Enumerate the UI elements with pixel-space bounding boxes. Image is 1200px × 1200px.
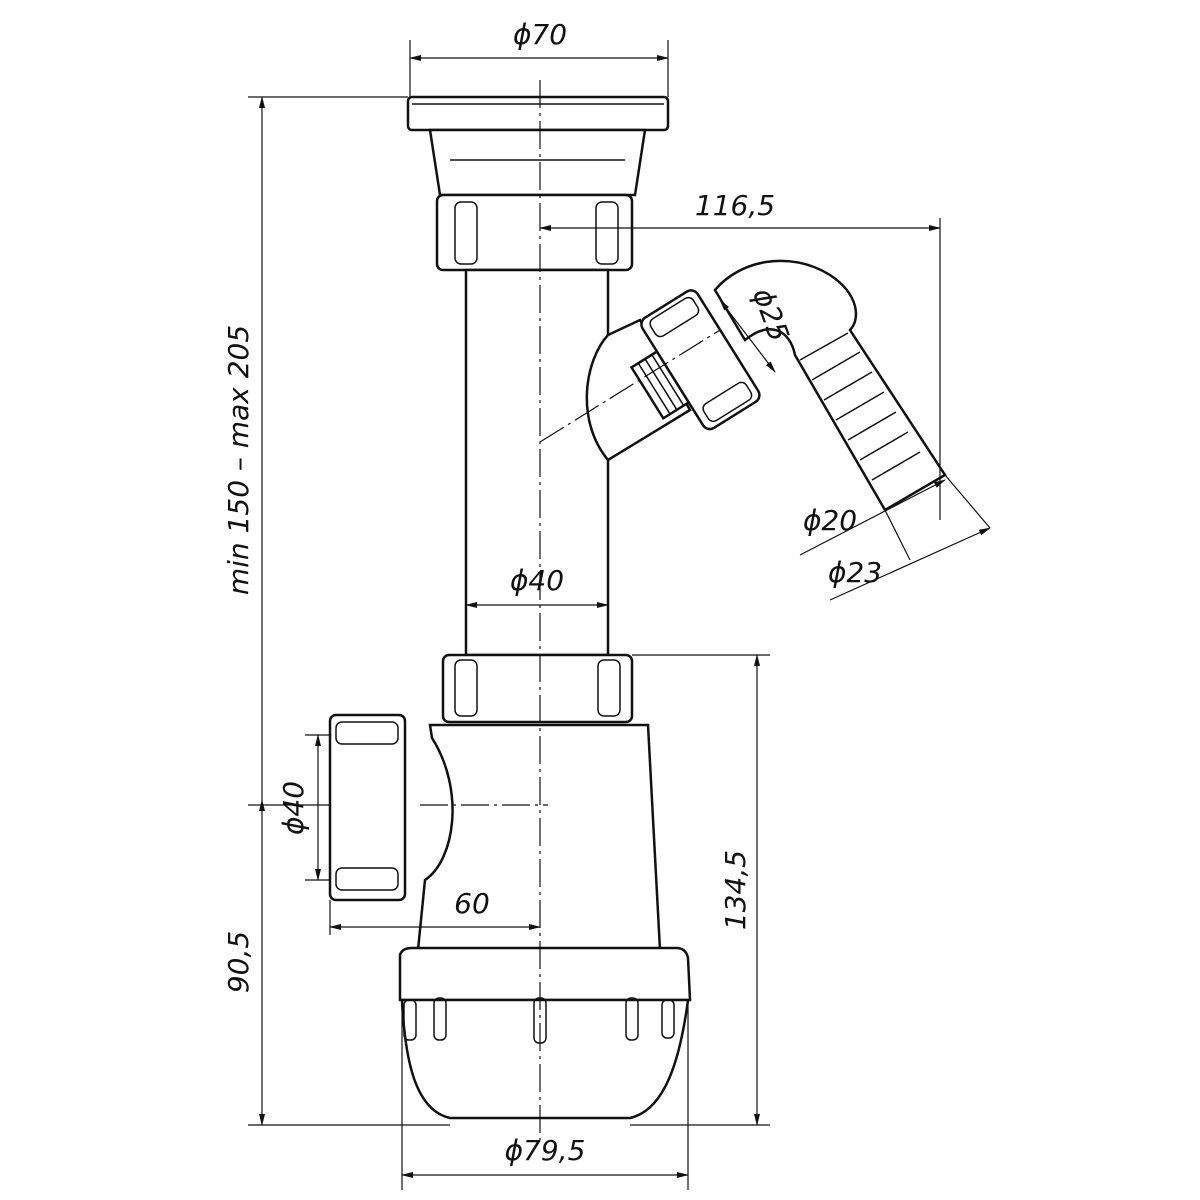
bottle-cap — [400, 998, 690, 1120]
vertical-pipe — [464, 268, 610, 657]
top-flange — [406, 95, 670, 132]
label-outlet-height: 90,5 — [222, 931, 255, 993]
label-outlet-offset: 60 — [454, 887, 490, 920]
center-lines — [420, 80, 721, 1140]
lower-nut — [441, 653, 634, 724]
trap-body — [328, 95, 947, 1120]
label-branch-offset: 116,5 — [695, 189, 775, 222]
dimension-lines — [248, 40, 991, 1190]
branch-elbow — [585, 318, 692, 462]
bottle-cap-ring — [398, 946, 692, 1002]
label-flange-diameter: ϕ70 — [513, 18, 567, 51]
drain-neck — [428, 128, 647, 197]
label-hose-inner: ϕ20 — [803, 504, 857, 537]
label-outlet-diameter: ϕ40 — [277, 781, 310, 835]
label-total-height: min 150 – max 205 — [222, 325, 255, 595]
dimension-labels: ϕ70 116,5 ϕ25 ϕ20 ϕ23 ϕ40 min 150 – max … — [222, 18, 882, 1167]
label-hose-outer: ϕ23 — [828, 556, 882, 589]
label-bottle-diameter: ϕ79,5 — [505, 1134, 586, 1167]
label-pipe-diameter: ϕ40 — [510, 564, 564, 597]
upper-nut — [435, 193, 634, 272]
label-bottle-height: 134,5 — [719, 850, 752, 930]
side-outlet-nut — [328, 713, 407, 902]
